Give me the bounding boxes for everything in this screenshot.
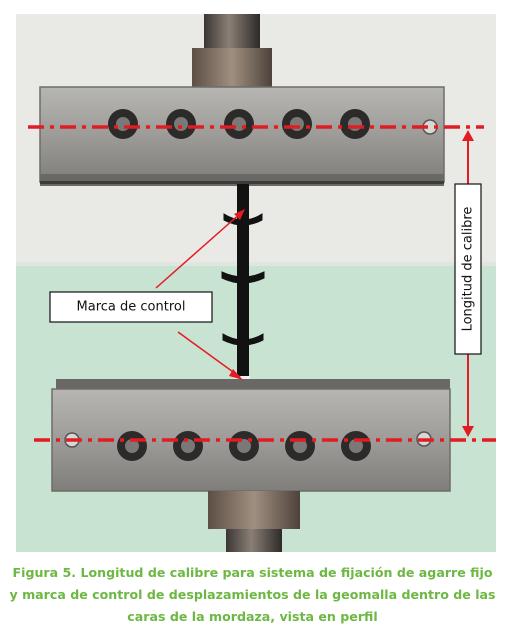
control-mark-label: Marca de control — [77, 300, 186, 315]
upper-clamp — [39, 86, 445, 186]
upper-bolts — [108, 109, 438, 139]
caption-line-3: caras de la mordaza, vista en perfil — [127, 609, 378, 624]
geogrid-specimen — [221, 184, 265, 380]
gauge-length-label-box — [454, 183, 482, 355]
test-photo: Longitud de calibre Marca de control — [16, 14, 496, 552]
gauge-length-label: Longitud de calibre — [461, 207, 476, 332]
lower-rod — [226, 529, 282, 552]
caption-line-1: Figura 5. Longitud de calibre para siste… — [12, 565, 493, 580]
caption-line-2: y marca de control de desplazamientos de… — [9, 587, 496, 602]
lower-collar — [208, 491, 300, 529]
upper-rod — [204, 14, 260, 54]
control-mark-label-box — [49, 291, 213, 323]
upper-collar — [192, 48, 272, 90]
control-mark-arrows — [155, 209, 245, 380]
figure-caption: Figura 5. Longitud de calibre para siste… — [0, 562, 505, 628]
